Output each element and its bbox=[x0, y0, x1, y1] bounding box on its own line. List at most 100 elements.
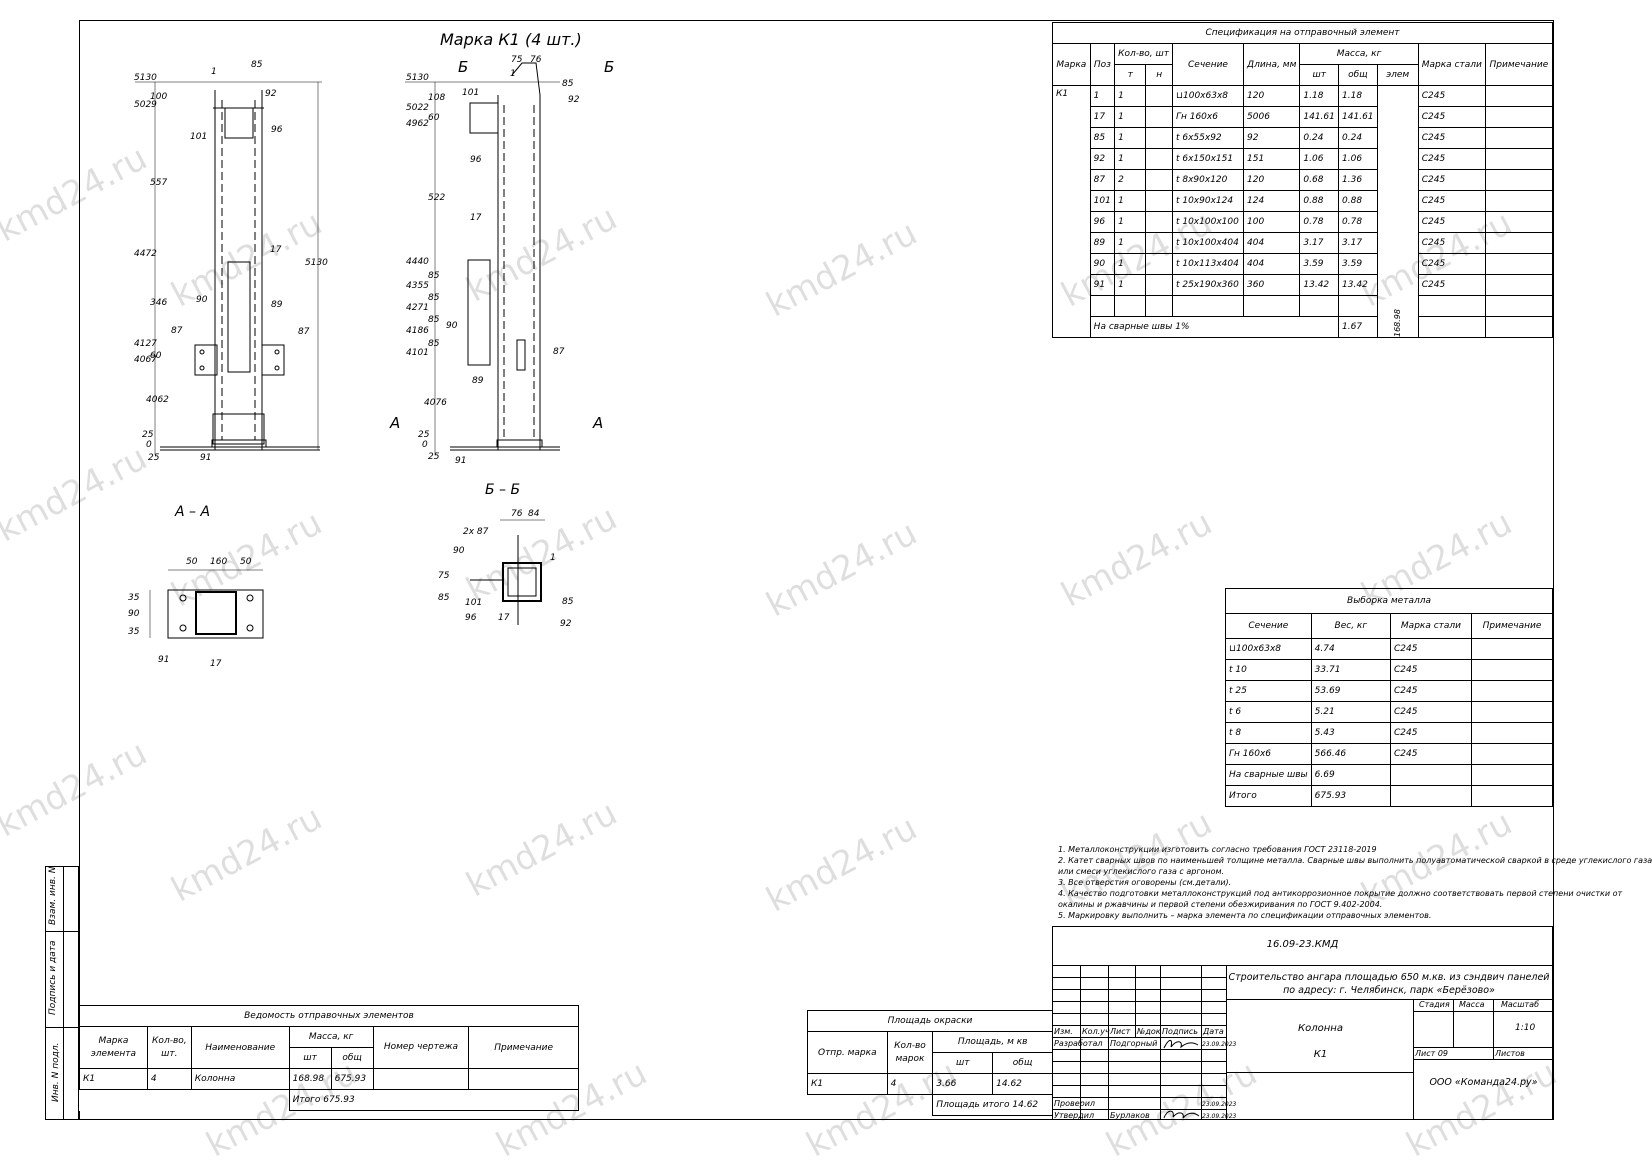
lv-pos: 87 bbox=[298, 327, 310, 337]
spec-steel: С245 bbox=[1417, 106, 1486, 128]
ved-mark: К1 bbox=[79, 1068, 148, 1090]
section-bb-view bbox=[470, 519, 545, 625]
note-line: 3. Все отверстия оговорены (см.детали). bbox=[1058, 878, 1232, 887]
tb-project: Строительство ангара площадью 650 м.кв. … bbox=[1228, 972, 1550, 996]
sv-pos: 1 bbox=[510, 69, 516, 79]
tb-prov: Проверил bbox=[1054, 1099, 1096, 1108]
spec-qty: 1 bbox=[1114, 106, 1147, 128]
tb-mass: Масса bbox=[1459, 1000, 1485, 1009]
sv-pos: 91 bbox=[455, 456, 466, 466]
bb-dim: 76 bbox=[511, 509, 523, 519]
spec-h-mass: Масса, кг bbox=[1299, 43, 1419, 65]
side-stamp: Взам. инв. N Подпись и дата Инв. N подл. bbox=[45, 866, 79, 1120]
sv-pos: 90 bbox=[446, 321, 458, 331]
ved-h-mass: Масса, кг bbox=[288, 1026, 374, 1048]
sv-pos: 101 bbox=[462, 88, 479, 98]
tb-razrab: Разработал bbox=[1054, 1039, 1103, 1048]
spec-pos: 17 bbox=[1089, 106, 1116, 128]
spec-qty: 1 bbox=[1114, 211, 1147, 233]
signature-razrab bbox=[1163, 1039, 1199, 1049]
spec-pos: 89 bbox=[1089, 232, 1116, 254]
spec-pos: 1 bbox=[1089, 85, 1116, 107]
spec-section: ⊔100х63х8 bbox=[1171, 85, 1245, 107]
spec-obsh: 1.06 bbox=[1338, 148, 1378, 170]
spec-pos: 92 bbox=[1089, 148, 1116, 170]
spec-section: t 10х100х404 bbox=[1171, 232, 1245, 254]
lv-level: 5130 bbox=[134, 73, 157, 83]
tb-scale: 1:10 bbox=[1515, 1023, 1536, 1033]
note-line: 4. Качество подготовки металлоконструкци… bbox=[1058, 889, 1623, 898]
sv-pos: 87 bbox=[553, 347, 565, 357]
tb-h-sign: Подпись bbox=[1162, 1027, 1198, 1036]
spec-steel: С245 bbox=[1417, 274, 1486, 296]
sv-level: 4101 bbox=[406, 348, 429, 358]
spec-section: t 10х113х404 bbox=[1171, 253, 1245, 275]
tb-scale-label: Масштаб bbox=[1501, 1000, 1540, 1009]
ved-qty: 4 bbox=[146, 1068, 192, 1090]
spec-mark: К1 bbox=[1052, 85, 1091, 338]
sv-dim: 85 bbox=[428, 315, 440, 325]
spec-steel: С245 bbox=[1417, 253, 1486, 275]
spec-h-qty: Кол-во, шт bbox=[1114, 43, 1173, 65]
note-line: 2. Катет сварных швов по наименьшей толщ… bbox=[1058, 856, 1652, 865]
spec-qty: 1 bbox=[1114, 190, 1147, 212]
lv-level: 4067 bbox=[134, 355, 157, 365]
tb-org: ООО «Команда24.ру» bbox=[1429, 1077, 1538, 1088]
sv-level: 25 bbox=[418, 430, 430, 440]
spec-h-t: т bbox=[1114, 64, 1147, 86]
spec-sht: 13.42 bbox=[1299, 274, 1340, 296]
tb-razrab-name: Подгорный bbox=[1110, 1039, 1158, 1048]
spec-steel: С245 bbox=[1417, 148, 1486, 170]
metal-weight: 5.43 bbox=[1310, 722, 1391, 744]
section-aa-view bbox=[149, 569, 264, 639]
metal-steel: С245 bbox=[1389, 680, 1473, 702]
spec-steel: С245 bbox=[1417, 169, 1486, 191]
lv-dim: 346 bbox=[150, 298, 167, 308]
spec-pos: 87 bbox=[1089, 169, 1116, 191]
spec-h-length: Длина, мм bbox=[1243, 43, 1301, 86]
spec-length: 404 bbox=[1243, 232, 1301, 254]
spec-obsh: 0.78 bbox=[1338, 211, 1378, 233]
spec-section: t 25х190х360 bbox=[1171, 274, 1245, 296]
metal-section: t 8 bbox=[1225, 722, 1312, 744]
metal-weight: 6.69 bbox=[1310, 764, 1391, 786]
metal-weight: 675.93 bbox=[1310, 785, 1391, 807]
metal-section: На сварные швы bbox=[1225, 764, 1312, 786]
spec-section: t 10х100х100 bbox=[1171, 211, 1245, 233]
sv-level: 4271 bbox=[406, 303, 429, 313]
sv-pos: 85 bbox=[562, 79, 574, 89]
spec-h-steel: Марка стали bbox=[1417, 43, 1486, 86]
spec-qty: 1 bbox=[1114, 274, 1147, 296]
spec-length: 120 bbox=[1243, 169, 1301, 191]
spec-qty: 1 bbox=[1114, 148, 1147, 170]
metal-h-steel: Марка стали bbox=[1389, 613, 1473, 639]
spec-obsh: 141.61 bbox=[1338, 106, 1378, 128]
spec-pos: 96 bbox=[1089, 211, 1116, 233]
tb-h-kol: Кол.уч bbox=[1082, 1027, 1110, 1036]
spec-h-mark: Марка bbox=[1052, 43, 1091, 86]
tb-code: 16.09-23.КМД bbox=[1266, 939, 1339, 950]
paint-sht: 3.66 bbox=[932, 1073, 994, 1095]
cut-a-left: А bbox=[389, 414, 400, 432]
metal-table: Выборка металла Сечение Вес, кг Марка ст… bbox=[1225, 588, 1553, 807]
sv-level: 4355 bbox=[406, 281, 429, 291]
ved-title: Ведомость отправочных элементов bbox=[79, 1005, 579, 1027]
spec-obsh: 1.36 bbox=[1338, 169, 1378, 191]
metal-weight: 33.71 bbox=[1310, 659, 1391, 681]
left-column-view bbox=[135, 81, 322, 455]
lv-pos: 91 bbox=[200, 453, 211, 463]
side-column-view bbox=[405, 62, 560, 455]
lv-pos: 89 bbox=[271, 300, 283, 310]
tb-h-list: Лист bbox=[1110, 1027, 1131, 1036]
note-line: 5. Маркировку выполнить – марка элемента… bbox=[1058, 911, 1432, 920]
ved-h-mark: Марка элемента bbox=[79, 1026, 148, 1069]
spec-steel: С245 bbox=[1417, 211, 1486, 233]
metal-row: На сварные швы 6.69 bbox=[1225, 764, 1553, 786]
metal-row: Гн 160х6 566.46 С245 bbox=[1225, 743, 1553, 765]
metal-row: t 25 53.69 С245 bbox=[1225, 680, 1553, 702]
